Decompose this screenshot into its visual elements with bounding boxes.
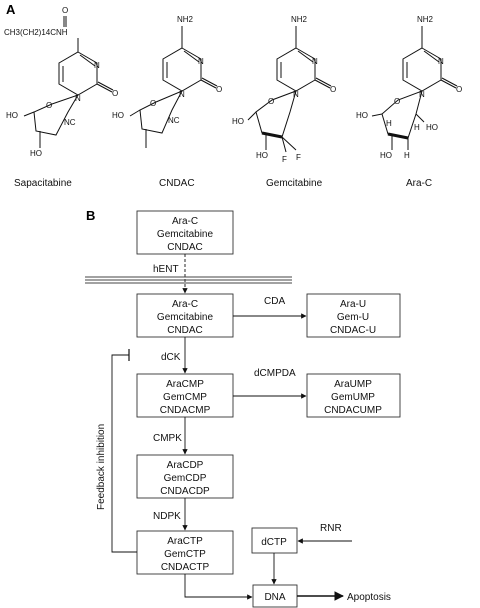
hydrogen-1: H: [414, 123, 420, 132]
hydroxyl-5: HO: [6, 111, 18, 120]
box-extracellular: Ara-C Gemcitabine CNDAC: [136, 210, 234, 255]
box-item: Gemcitabine: [157, 312, 214, 323]
box-item: Gemcitabine: [157, 229, 214, 240]
box-uracil-metabolites: Ara-U Gem-U CNDAC-U: [306, 293, 401, 338]
box-item: Ara-C: [172, 216, 198, 227]
enzyme-rnr: RNR: [320, 523, 342, 534]
box-intracellular: Ara-C Gemcitabine CNDAC: [136, 293, 234, 338]
molecule-cndac: NH2 N N O O HO NC CNDAC: [112, 15, 222, 189]
box-dna: DNA: [252, 584, 298, 608]
box-item: DNA: [264, 592, 285, 603]
compound-name-sapacitabine: Sapacitabine: [14, 178, 72, 189]
enzyme-cda: CDA: [264, 296, 285, 307]
feedback-loop: [111, 354, 137, 553]
box-item: CNDAC-U: [330, 325, 376, 336]
fluorine-1: F: [282, 155, 287, 164]
box-item: AraCTP: [167, 536, 203, 547]
ring-oxo: O: [216, 85, 222, 94]
panel-a-label: A: [6, 2, 16, 17]
hydrogen-4: H: [386, 119, 392, 128]
enzyme-dck: dCK: [161, 352, 181, 363]
molecule-gemcitabine: NH2 N N O O HO F F HO Gemcitabine: [232, 15, 336, 189]
enzyme-dcmpda: dCMPDA: [254, 368, 296, 379]
hydroxyl-5: HO: [356, 111, 368, 120]
amino-group: NH2: [417, 15, 434, 24]
box-monophosphates: AraCMP GemCMP CNDACMP: [136, 373, 234, 418]
hydrogen-2: H: [404, 151, 410, 160]
ring-n1: N: [75, 94, 81, 103]
ring-n1: N: [293, 90, 299, 99]
cyano-group: NC: [168, 116, 180, 125]
panel-b-label: B: [86, 208, 95, 223]
box-diphosphates: AraCDP GemCDP CNDACDP: [136, 454, 234, 499]
box-item: dCTP: [261, 537, 287, 548]
ring-n3: N: [312, 57, 318, 66]
box-ump-metabolites: AraUMP GemUMP CNDACUMP: [306, 373, 401, 418]
molecule-ara-c: NH2 N N O O HO H HO H HO H Ara-C: [356, 15, 462, 189]
box-triphosphates: AraCTP GemCTP CNDACTP: [136, 530, 234, 575]
box-item: CNDACDP: [160, 486, 210, 497]
box-item: AraUMP: [334, 379, 372, 390]
enzyme-cmpk: CMPK: [153, 433, 182, 444]
box-item: AraCMP: [166, 379, 204, 390]
box-item: GemUMP: [331, 392, 375, 403]
box-item: CNDACTP: [161, 562, 210, 573]
box-item: CNDACUMP: [324, 405, 382, 416]
sugar-oxygen: O: [150, 99, 156, 108]
box-item: CNDACMP: [160, 405, 211, 416]
carbonyl-oxygen: O: [62, 6, 68, 15]
box-dctp: dCTP: [251, 527, 298, 554]
apoptosis-label: Apoptosis: [347, 592, 391, 603]
ring-n1: N: [419, 90, 425, 99]
box-item: Gem-U: [337, 312, 369, 323]
hydroxyl-2: HO: [426, 123, 438, 132]
sugar-oxygen: O: [394, 97, 400, 106]
compound-name-gemcitabine: Gemcitabine: [266, 178, 323, 189]
cyano-group: NC: [64, 118, 76, 127]
amino-group: NH2: [291, 15, 308, 24]
ring-n3: N: [438, 57, 444, 66]
sugar-oxygen: O: [268, 97, 274, 106]
box-item: Ara-C: [172, 299, 198, 310]
box-item: GemCTP: [164, 549, 206, 560]
box-item: Ara-U: [340, 299, 366, 310]
ring-oxo: O: [112, 89, 118, 98]
ring-oxo: O: [330, 85, 336, 94]
hydroxyl-3: HO: [30, 149, 42, 158]
box-item: GemCMP: [163, 392, 207, 403]
compound-name-ara-c: Ara-C: [406, 178, 432, 189]
ring-n3: N: [94, 61, 100, 70]
acyl-chain-label: CH3(CH2)14CNH: [4, 28, 68, 37]
box-item: AraCDP: [167, 460, 204, 471]
box-item: GemCDP: [164, 473, 207, 484]
compound-name-cndac: CNDAC: [159, 178, 195, 189]
molecule-sapacitabine: O CH3(CH2)14CNH N N O O HO NC HO Sapacit…: [4, 6, 118, 189]
ring-n1: N: [179, 90, 185, 99]
ring-oxo: O: [456, 85, 462, 94]
tp-to-dna-arrow: [184, 574, 253, 600]
enzyme-ndpk: NDPK: [153, 511, 181, 522]
ring-n3: N: [198, 57, 204, 66]
amino-group: NH2: [177, 15, 194, 24]
box-item: CNDAC: [167, 242, 203, 253]
box-item: CNDAC: [167, 325, 203, 336]
hydroxyl-5: HO: [232, 117, 244, 126]
cell-membrane: [85, 276, 292, 284]
hydroxyl-5: HO: [112, 111, 124, 120]
sugar-oxygen: O: [46, 101, 52, 110]
hydroxyl-3: HO: [380, 151, 392, 160]
feedback-label: Feedback inhibition: [96, 424, 107, 510]
enzyme-hent: hENT: [153, 264, 179, 275]
hydroxyl-3: HO: [256, 151, 268, 160]
fluorine-2: F: [296, 153, 301, 162]
